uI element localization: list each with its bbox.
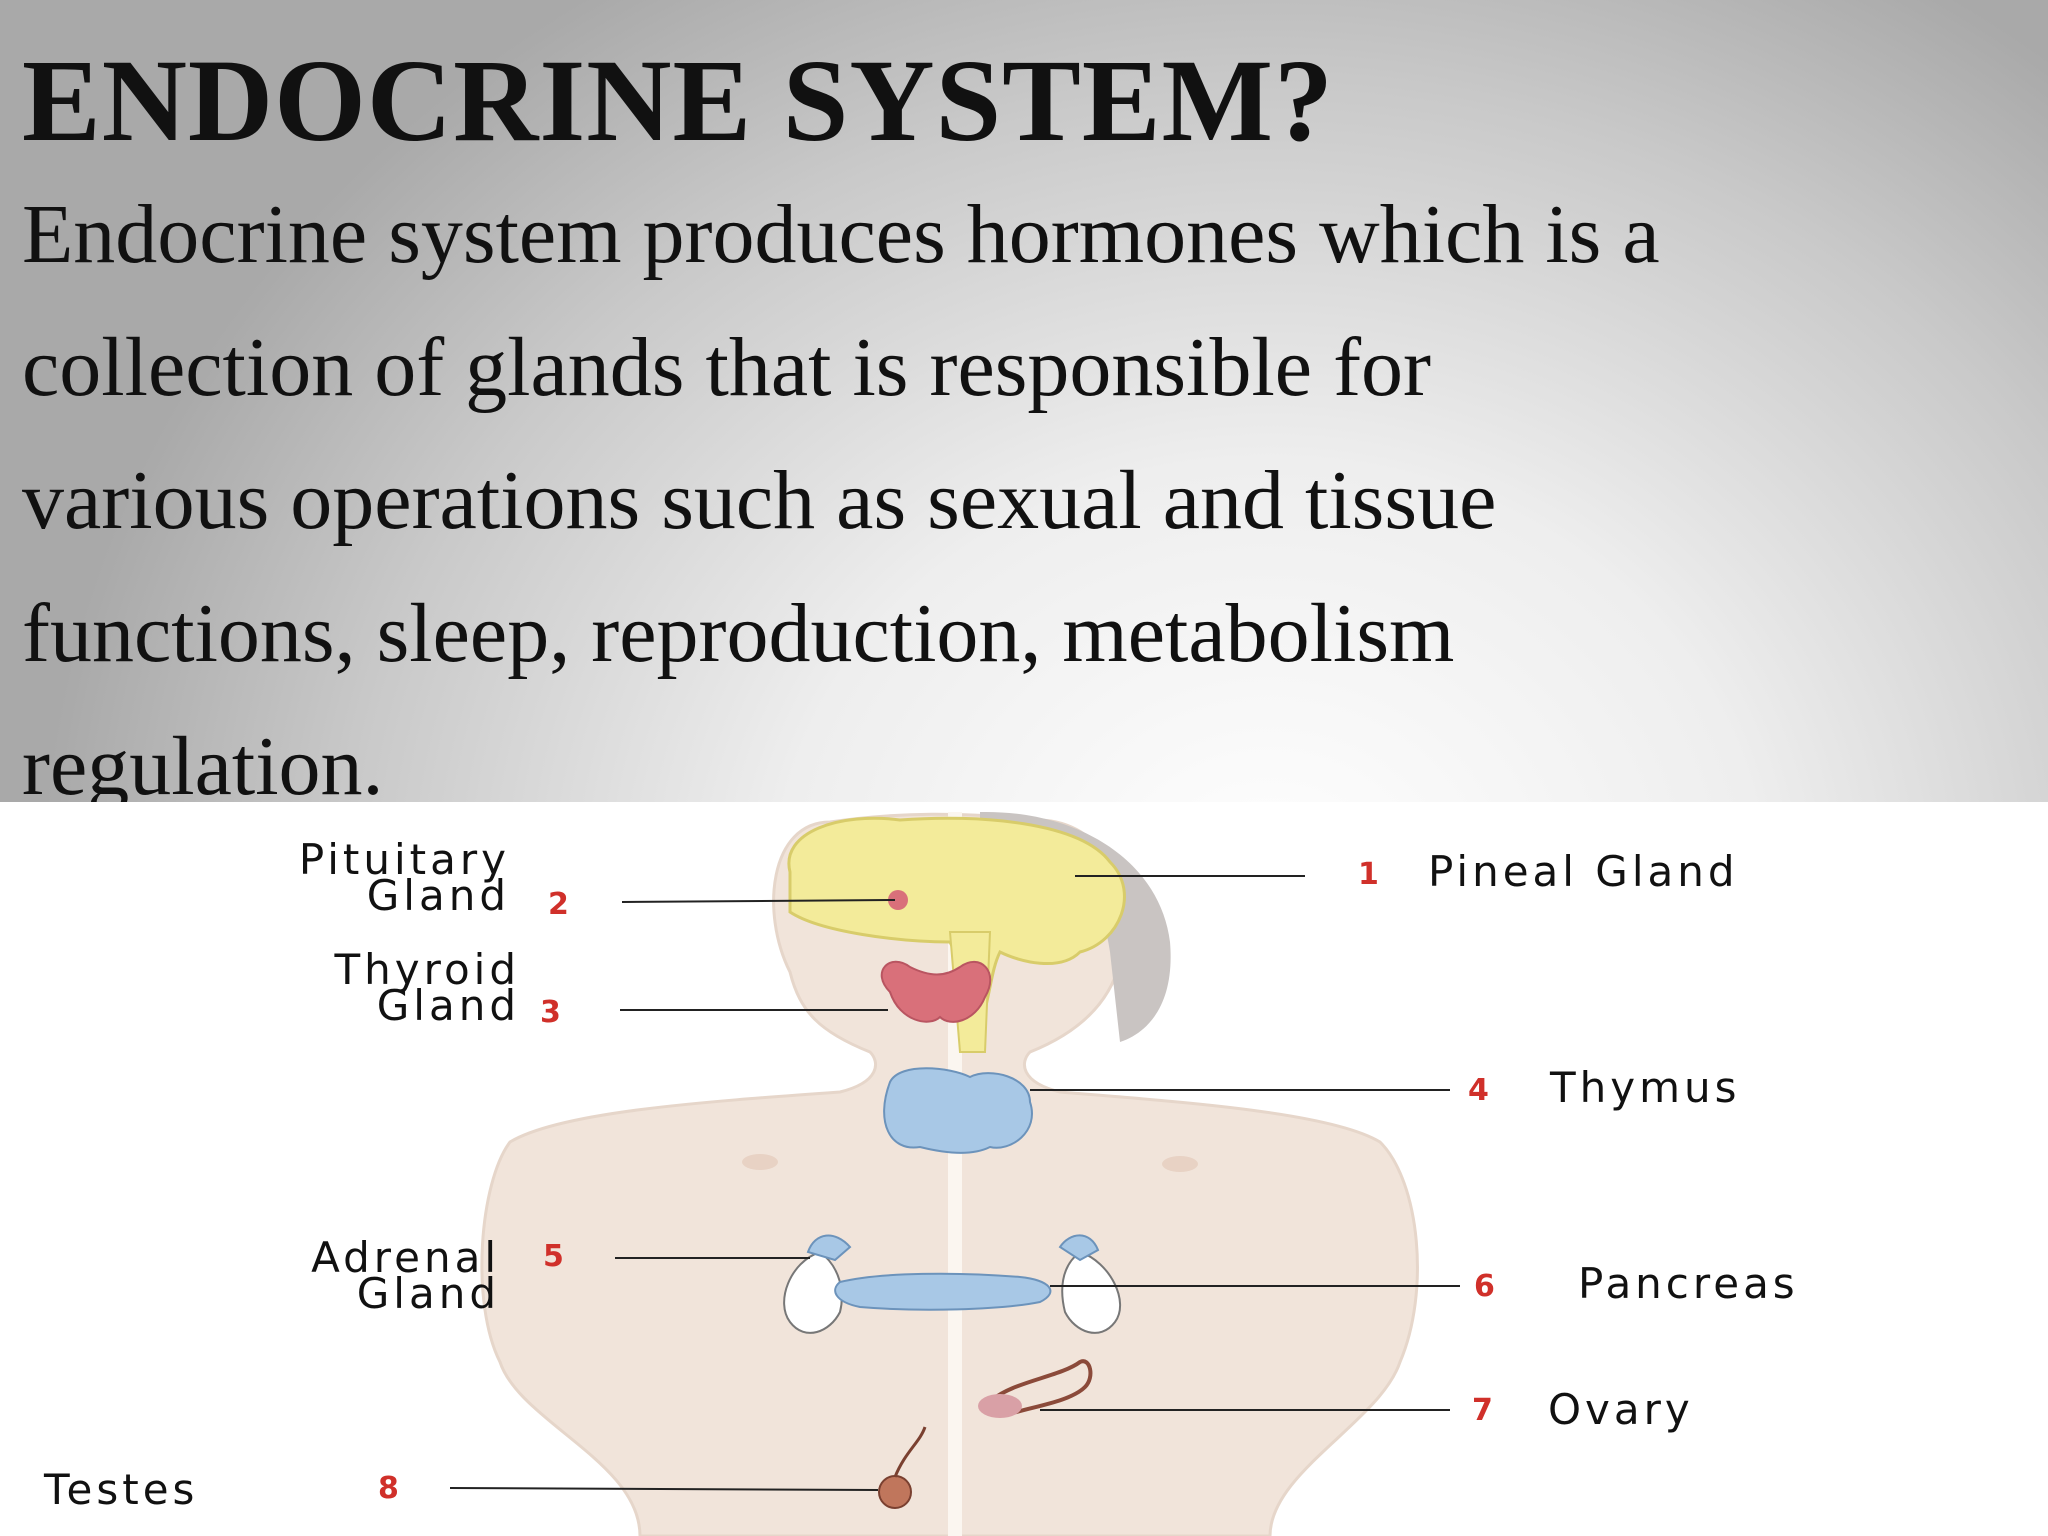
- testes: [878, 1475, 912, 1509]
- label-text: Thyroid: [334, 945, 520, 994]
- number-3: 3: [540, 995, 561, 1030]
- leader-line: [449, 1487, 879, 1491]
- label-pineal: Pineal Gland: [1428, 847, 1739, 896]
- label-adrenal: Adrenal Gland: [100, 1233, 500, 1318]
- body-line: Endocrine system produces hormones which…: [22, 188, 1660, 281]
- number-7: 7: [1472, 1393, 1493, 1428]
- slide-title: ENDOCRINE SYSTEM?: [22, 35, 1334, 166]
- label-text: Adrenal: [311, 1233, 500, 1282]
- label-pituitary: Pituitary Gland: [110, 835, 510, 920]
- endocrine-diagram: Pituitary Gland 2 Thyroid Gland 3 Adrena…: [0, 802, 2048, 1536]
- thyroid-gland: [880, 960, 992, 1023]
- vas-deferens: [893, 1426, 927, 1478]
- nipple: [742, 1154, 778, 1170]
- number-1: 1: [1358, 857, 1379, 892]
- pancreas: [834, 1272, 1052, 1311]
- label-thymus: Thymus: [1550, 1063, 1741, 1112]
- ovary-body: [978, 1394, 1022, 1418]
- number-6: 6: [1474, 1269, 1495, 1304]
- leader-line: [621, 899, 896, 903]
- number-5: 5: [543, 1239, 564, 1274]
- body-line: various operations such as sexual and ti…: [22, 454, 1497, 547]
- number-2: 2: [548, 887, 569, 922]
- pituitary-gland: [888, 890, 908, 910]
- label-ovary: Ovary: [1548, 1385, 1694, 1434]
- label-thyroid: Thyroid Gland: [120, 945, 520, 1030]
- body-illustration: [449, 811, 1460, 1536]
- number-8: 8: [378, 1471, 399, 1506]
- thymus: [883, 1067, 1033, 1154]
- number-4: 4: [1468, 1073, 1489, 1108]
- slide-body: Endocrine system produces hormones which…: [22, 168, 2002, 833]
- hair: [980, 811, 1171, 1042]
- right-kidney: [1061, 1250, 1121, 1334]
- right-adrenal: [1058, 1234, 1100, 1262]
- ovary: [986, 1359, 1093, 1417]
- label-text: Gland: [366, 871, 510, 920]
- label-testes: Testes: [44, 1465, 199, 1514]
- label-text: Gland: [376, 981, 520, 1030]
- body-line: regulation.: [22, 720, 384, 813]
- label-pancreas: Pancreas: [1578, 1259, 1799, 1308]
- left-adrenal: [806, 1234, 852, 1262]
- label-text: Gland: [356, 1269, 500, 1318]
- label-text: Pituitary: [298, 835, 510, 884]
- body-line: collection of glands that is responsible…: [22, 321, 1432, 414]
- body-line: functions, sleep, reproduction, metaboli…: [22, 587, 1455, 680]
- nipple: [1162, 1156, 1198, 1172]
